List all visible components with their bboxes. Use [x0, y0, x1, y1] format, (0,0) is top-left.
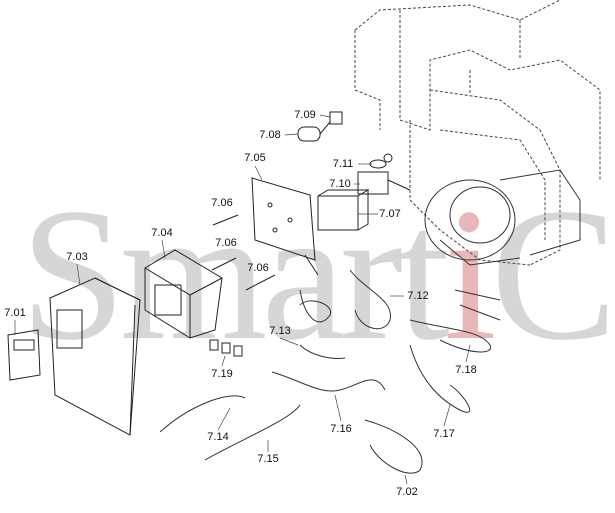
label-7-10: 7.10: [329, 178, 351, 190]
label-7-18: 7.18: [455, 364, 477, 376]
part-7-06-studs: [211, 214, 276, 291]
label-7-09: 7.09: [294, 109, 316, 121]
label-7-06-c: 7.06: [247, 262, 269, 274]
label-7-17: 7.17: [433, 428, 455, 440]
label-7-01: 7.01: [4, 307, 26, 319]
label-7-15: 7.15: [257, 453, 279, 465]
part-7-03-cover: [49, 277, 141, 436]
part-7-08: [297, 121, 331, 142]
label-7-19: 7.19: [211, 368, 233, 380]
label-7-12: 7.12: [407, 290, 429, 302]
watermark-text: Smart: [20, 170, 450, 380]
label-7-11: 7.11: [332, 158, 354, 170]
burner-housing: [354, 0, 601, 266]
watermark-highlight: i: [443, 170, 497, 380]
part-7-05-bracket: [251, 177, 319, 276]
label-7-13: 7.13: [269, 325, 291, 337]
label-7-06-a: 7.06: [211, 197, 233, 209]
label-7-08: 7.08: [259, 129, 281, 141]
label-7-03: 7.03: [66, 251, 88, 263]
watermark: SmartiCo: [20, 180, 615, 370]
fan-motor: [424, 169, 581, 266]
cables: [159, 269, 501, 474]
label-7-02: 7.02: [396, 486, 418, 498]
label-7-05: 7.05: [244, 152, 266, 164]
part-7-04-control-unit: [144, 249, 223, 339]
part-7-09: [329, 111, 343, 125]
watermark-text-suffix: Co: [490, 170, 615, 380]
label-7-14: 7.14: [207, 431, 229, 443]
label-7-07: 7.07: [379, 208, 401, 220]
part-7-01-display: [7, 329, 41, 381]
part-7-19-plugs: [209, 339, 243, 357]
label-7-04: 7.04: [151, 227, 173, 239]
label-7-16: 7.16: [330, 423, 352, 435]
part-7-07: [317, 189, 370, 231]
part-7-11: [369, 153, 393, 169]
part-7-10: [357, 171, 411, 195]
leader-lines: [14, 114, 471, 485]
label-7-06-b: 7.06: [215, 237, 237, 249]
